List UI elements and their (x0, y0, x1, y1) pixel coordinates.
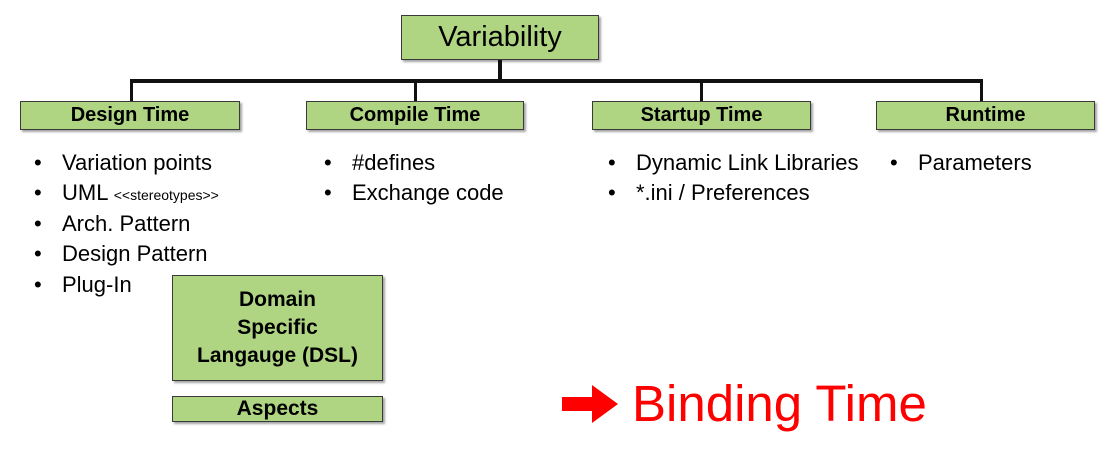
bullet-list-runtime: • Parameters (882, 150, 1102, 180)
list-item-label: Arch. Pattern (62, 211, 190, 237)
list-item-text: Design Pattern (62, 241, 208, 267)
list-item-label: Design Pattern (62, 241, 208, 267)
list-item-label: Exchange code (352, 180, 504, 206)
list-item-label: *.ini / Preferences (636, 180, 810, 206)
list-item: • Plug-In (26, 272, 306, 298)
bullet-icon: • (34, 180, 42, 206)
bullet-list-design-time: • Variation points • UML <<stereotypes>>… (26, 150, 306, 302)
bullet-icon: • (324, 150, 332, 175)
binding-time-callout: Binding Time (562, 378, 927, 429)
list-item: • Design Pattern (26, 241, 306, 267)
connector-drop-runtime (980, 79, 983, 102)
bullet-icon: • (34, 210, 42, 236)
node-compile-time-label: Compile Time (349, 104, 481, 126)
list-item-note: <<stereotypes>> (113, 187, 219, 204)
node-runtime[interactable]: Runtime (876, 101, 1095, 130)
list-item-label: #defines (352, 150, 436, 175)
list-item-text: Plug-In (62, 271, 132, 297)
connector-bus-horizontal (130, 79, 982, 83)
list-item: • Exchange code (316, 180, 586, 206)
list-item-label: Parameters (918, 150, 1032, 175)
list-item-text: Arch. Pattern (62, 210, 191, 236)
list-item: • Arch. Pattern (26, 211, 306, 237)
connector-trunk-vertical (498, 60, 502, 82)
bullet-list-startup-time: • Dynamic Link Libraries • *.ini / Prefe… (600, 150, 865, 211)
list-item-text: UML (62, 180, 114, 206)
bullet-icon: • (34, 271, 42, 297)
node-startup-time[interactable]: Startup Time (592, 101, 811, 130)
node-startup-time-label: Startup Time (640, 104, 763, 126)
node-dsl-line-2: Specific (237, 316, 318, 340)
connector-drop-design-time (130, 79, 133, 102)
list-item: • #defines (316, 150, 586, 176)
connector-drop-startup-time (700, 79, 703, 102)
bullet-list-compile-time: • #defines • Exchange code (316, 150, 586, 211)
bullet-icon: • (608, 180, 616, 206)
node-dsl-line-3: Langauge (DSL) (197, 343, 358, 367)
list-item-label: Plug-In (62, 272, 132, 298)
list-item-label: Variation points (62, 150, 212, 176)
bullet-icon: • (34, 150, 42, 175)
bullet-icon: • (34, 241, 42, 267)
list-item-label: UML <<stereotypes>> (62, 180, 219, 206)
node-design-time-label: Design Time (70, 104, 190, 126)
bullet-icon: • (324, 180, 332, 206)
bullet-icon: • (890, 150, 898, 175)
node-design-time[interactable]: Design Time (20, 101, 240, 130)
node-variability-label: Variability (438, 21, 562, 53)
node-aspects-label: Aspects (236, 397, 319, 420)
node-compile-time[interactable]: Compile Time (306, 101, 524, 130)
list-item: • *.ini / Preferences (600, 180, 865, 206)
list-item: • Variation points (26, 150, 306, 176)
list-item-text: Variation points (62, 150, 213, 175)
connector-drop-compile-time (414, 79, 417, 102)
list-item: • Dynamic Link Libraries (600, 150, 865, 176)
node-aspects[interactable]: Aspects (172, 396, 383, 422)
list-item: • UML <<stereotypes>> (26, 180, 306, 206)
bullet-icon: • (608, 150, 616, 175)
binding-time-label: Binding Time (632, 375, 927, 432)
list-item: • Parameters (882, 150, 1102, 176)
node-dsl-line-1: Domain (238, 288, 316, 312)
node-variability[interactable]: Variability (401, 15, 599, 60)
node-domain-specific-language[interactable]: Domain Specific Langauge (DSL) (172, 275, 383, 381)
list-item-label: Dynamic Link Libraries (636, 150, 859, 175)
right-arrow-icon (562, 384, 618, 423)
node-runtime-label: Runtime (945, 104, 1026, 126)
